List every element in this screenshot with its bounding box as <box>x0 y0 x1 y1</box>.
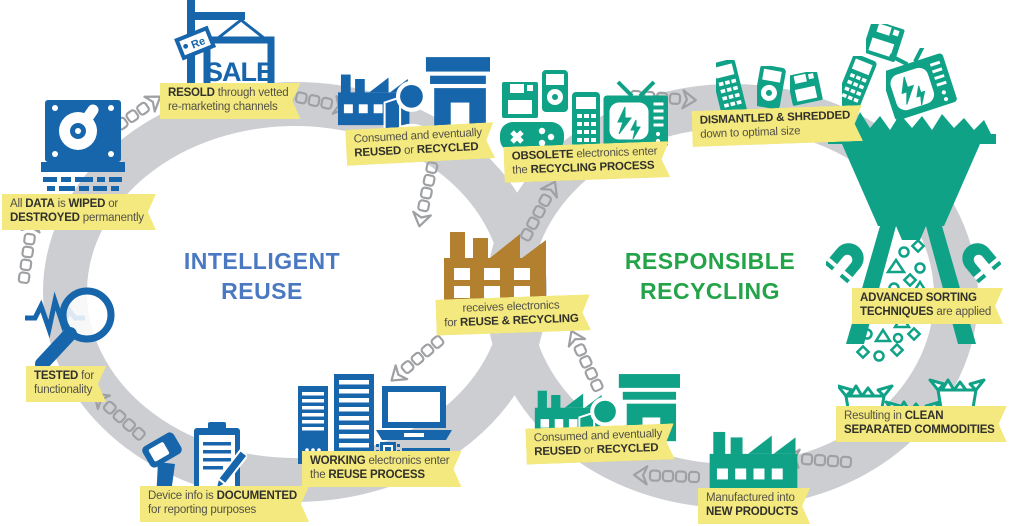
falling-player-icon <box>757 66 787 110</box>
new-products-factory-icon <box>709 431 798 495</box>
right-cycle-title-line2: RECYCLING <box>640 278 780 304</box>
sale-tag-label: Re <box>190 35 208 51</box>
receiving-factory-icon <box>444 232 546 304</box>
shredder-icon <box>826 112 1001 344</box>
banner-line: NEW PRODUCTS <box>706 505 799 518</box>
sale-sign-label: SALE <box>205 57 273 87</box>
right-cycle-title: RESPONSIBLE RECYCLING <box>560 246 860 306</box>
banner-line: functionality <box>34 383 93 396</box>
chain-arrow-icon <box>632 465 701 486</box>
left-cycle-title-line2: REUSE <box>221 278 303 304</box>
chain-arrow-icon <box>390 335 445 382</box>
banner-line: re-marketing channels <box>168 100 278 113</box>
banner-line: DESTROYED permanently <box>10 211 144 224</box>
chain-arrow-icon <box>412 161 439 228</box>
banner-line: Device info is DOCUMENTED <box>148 490 298 502</box>
banner-line: Resulting in CLEAN <box>844 410 944 422</box>
left-cycle-title-line1: INTELLIGENT <box>183 248 341 274</box>
left-cycle-title: INTELLIGENT REUSE <box>112 246 412 306</box>
falling-floppy-icon <box>790 72 823 107</box>
obsolete-electronics-icon <box>500 70 668 152</box>
banner-line: the REUSE PROCESS <box>310 468 425 481</box>
banner-line: TESTED for <box>34 370 94 382</box>
banner-line: WORKING electronics enter <box>310 455 450 467</box>
banner-line: RESOLD through vetted <box>168 87 289 99</box>
banner-line: SEPARATED COMMODITIES <box>844 423 995 436</box>
banner-line: Manufactured into <box>706 492 795 504</box>
harddrive-shred-icon <box>41 100 125 200</box>
banner-line: TECHNIQUES are applied <box>860 305 992 318</box>
banner-line: for reporting purposes <box>148 503 257 516</box>
test-magnifier-icon <box>25 287 115 371</box>
right-cycle-title-line1: RESPONSIBLE <box>624 248 796 274</box>
banner-line: All DATA is WIPED or <box>10 198 119 210</box>
sale-sign-icon: SALE Re <box>174 0 275 106</box>
sorted-shards-icon <box>855 327 905 362</box>
chain-arrow-icon <box>567 329 604 393</box>
chain-arrow-icon <box>520 180 558 242</box>
banner-line: ADVANCED SORTING <box>860 292 977 304</box>
